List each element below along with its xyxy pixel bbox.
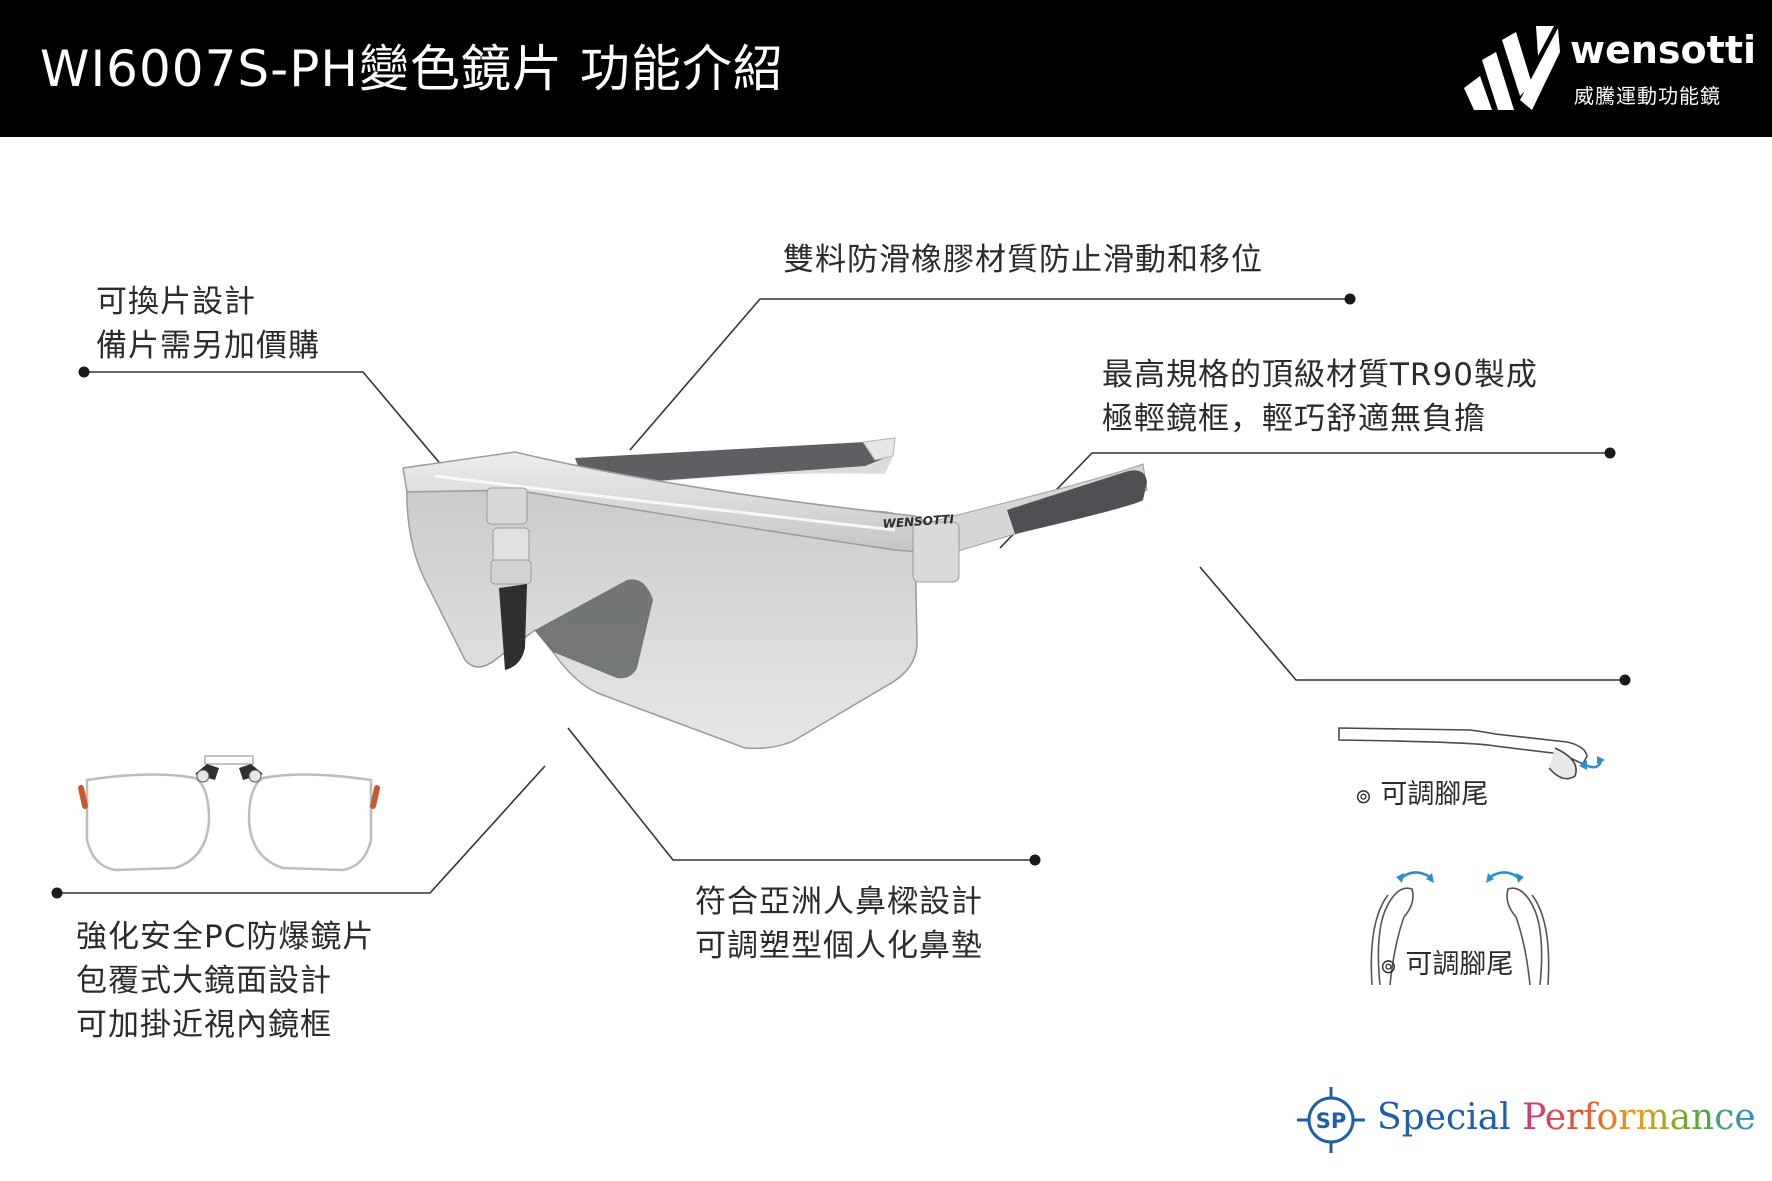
lens-brand-print: WENSOTTI (882, 512, 955, 531)
brand-name: wensotti (1570, 28, 1757, 72)
callout-line: 強化安全PC防爆鏡片 (76, 919, 375, 955)
callout-tr90-frame: 最高規格的頂級材質TR90製成 極輕鏡框，輕巧舒適無負擔 (1102, 353, 1538, 441)
optical-insert-frame (78, 755, 380, 872)
callout-line: 極輕鏡框，輕巧舒適無負擔 (1102, 401, 1486, 437)
brand-logo: wensotti 威騰運動功能鏡 (1462, 22, 1756, 117)
callout-nose-pad: 符合亞洲人鼻樑設計 可調塑型個人化鼻墊 (695, 880, 983, 968)
sp-target-icon: SP (1297, 1087, 1365, 1153)
temple-side-label-text: 可調腳尾 (1380, 779, 1489, 810)
callout-line: 可換片設計 (96, 284, 256, 320)
leader-dot-frame (1604, 447, 1616, 459)
leader-line-temple (1199, 566, 1625, 681)
callout-line: 可調塑型個人化鼻墊 (695, 928, 983, 964)
leader-line-lens (57, 765, 546, 894)
leader-line-nose (567, 727, 1035, 861)
leader-dot-anti-slip (1344, 293, 1356, 305)
callout-line: 雙料防滑橡膠材質防止滑動和移位 (783, 242, 1263, 278)
callout-anti-slip-rubber: 雙料防滑橡膠材質防止滑動和移位 (783, 238, 1263, 282)
wensotti-logo-icon (1464, 26, 1560, 110)
leader-line-anti-slip (629, 298, 1350, 451)
sp-icon-text: SP (1316, 1109, 1347, 1133)
callout-line: 可加掛近視內鏡框 (76, 1007, 332, 1043)
leader-dot-replaceable (78, 366, 90, 378)
callout-replaceable-lens: 可換片設計 備片需另加價購 (96, 280, 320, 368)
header-bar: WI6007S-PH變色鏡片 功能介紹 wensotti 威騰運動功能鏡 (0, 0, 1772, 137)
sp-word-special: Special (1377, 1097, 1511, 1138)
callout-pc-lens: 強化安全PC防爆鏡片 包覆式大鏡面設計 可加掛近視內鏡框 (76, 915, 374, 1047)
label-marker-icon: ⊚ (1380, 954, 1397, 978)
leader-dot-temple (1619, 674, 1631, 686)
page-title: WI6007S-PH變色鏡片 功能介紹 (40, 40, 784, 98)
temple-tip-top-view (1370, 871, 1550, 985)
callout-line: 符合亞洲人鼻樑設計 (695, 884, 983, 920)
sp-word-performance: Performance (1522, 1097, 1756, 1138)
temple-top-label-text: 可調腳尾 (1405, 949, 1514, 980)
temple-top-label: ⊚ 可調腳尾 (1380, 948, 1513, 983)
callout-line: 備片需另加價購 (96, 328, 320, 364)
temple-side-label: ⊚ 可調腳尾 (1355, 778, 1488, 813)
temple-tip-side-view (1338, 727, 1605, 780)
brand-subtitle: 威騰運動功能鏡 (1574, 84, 1721, 108)
sunglasses-illustration: WENSOTTI (402, 437, 1148, 750)
leader-line-replaceable (84, 371, 476, 506)
callout-line: 最高規格的頂級材質TR90製成 (1102, 357, 1538, 393)
leader-dot-nose (1029, 854, 1041, 866)
special-performance-logo: SP Special Performance (1295, 1085, 1756, 1155)
label-marker-icon: ⊚ (1355, 784, 1372, 808)
sp-wordmark: Special Performance (1377, 1093, 1756, 1143)
leader-dot-lens (51, 887, 63, 899)
callout-line: 包覆式大鏡面設計 (76, 963, 332, 999)
